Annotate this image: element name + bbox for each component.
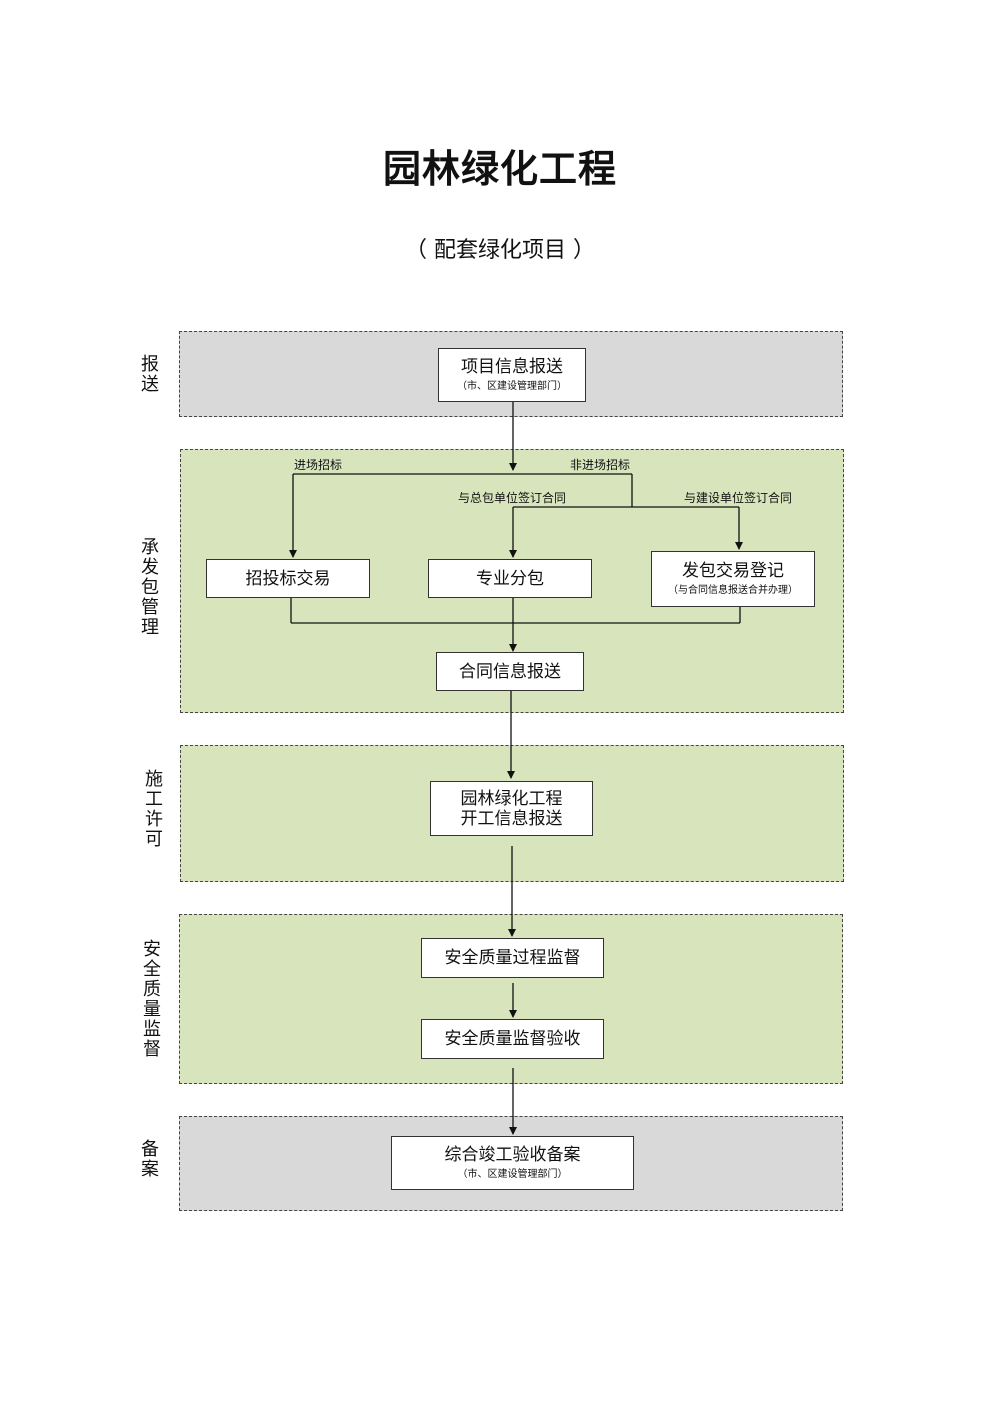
box-completion-filing-title: 综合竣工验收备案 [444, 1144, 581, 1165]
box-registration-note: （与合同信息报送合并办理） [668, 584, 798, 596]
box-process-supervision-title: 安全质量过程监督 [444, 948, 581, 968]
box-start-report: 园林绿化工程 开工信息报送 [430, 781, 593, 836]
box-registration: 发包交易登记 （与合同信息报送合并办理） [651, 551, 815, 607]
box-registration-title: 发包交易登记 [682, 560, 784, 581]
stage-label-supervision: 安全质量监督 [143, 939, 161, 1060]
page-title: 园林绿化工程 [382, 147, 617, 191]
box-process-supervision: 安全质量过程监督 [421, 938, 604, 978]
box-project-report-note: （市、区建设管理部门） [457, 380, 567, 392]
box-completion-filing-note: （市、区建设管理部门） [457, 1168, 568, 1180]
label-offsite-bidding: 非进场招标 [570, 458, 631, 472]
box-subcontract: 专业分包 [428, 559, 592, 598]
box-start-report-line2: 开工信息报送 [460, 808, 563, 829]
label-general-contract: 与总包单位签订合同 [458, 491, 567, 505]
box-project-report: 项目信息报送 （市、区建设管理部门） [438, 348, 586, 402]
box-contract-report-title: 合同信息报送 [459, 661, 561, 682]
box-acceptance: 安全质量监督验收 [421, 1019, 604, 1059]
box-start-report-line1: 园林绿化工程 [460, 788, 563, 809]
stage-label-contract: 承发包管理 [141, 537, 159, 638]
stage-label-filing: 备案 [141, 1139, 159, 1180]
label-owner-contract: 与建设单位签订合同 [684, 491, 793, 505]
page-subtitle: （ 配套绿化项目 ） [405, 238, 595, 263]
box-project-report-title: 项目信息报送 [461, 356, 563, 377]
box-contract-report: 合同信息报送 [436, 652, 584, 691]
box-bidding-title: 招投标交易 [245, 568, 331, 589]
label-onsite-bidding: 进场招标 [294, 458, 343, 472]
box-bidding: 招投标交易 [206, 559, 370, 598]
stage-label-permit: 施工许可 [145, 769, 163, 850]
box-subcontract-title: 专业分包 [476, 568, 544, 589]
stage-label-report: 报送 [141, 354, 159, 395]
box-completion-filing: 综合竣工验收备案 （市、区建设管理部门） [391, 1136, 634, 1190]
box-acceptance-title: 安全质量监督验收 [444, 1029, 581, 1049]
